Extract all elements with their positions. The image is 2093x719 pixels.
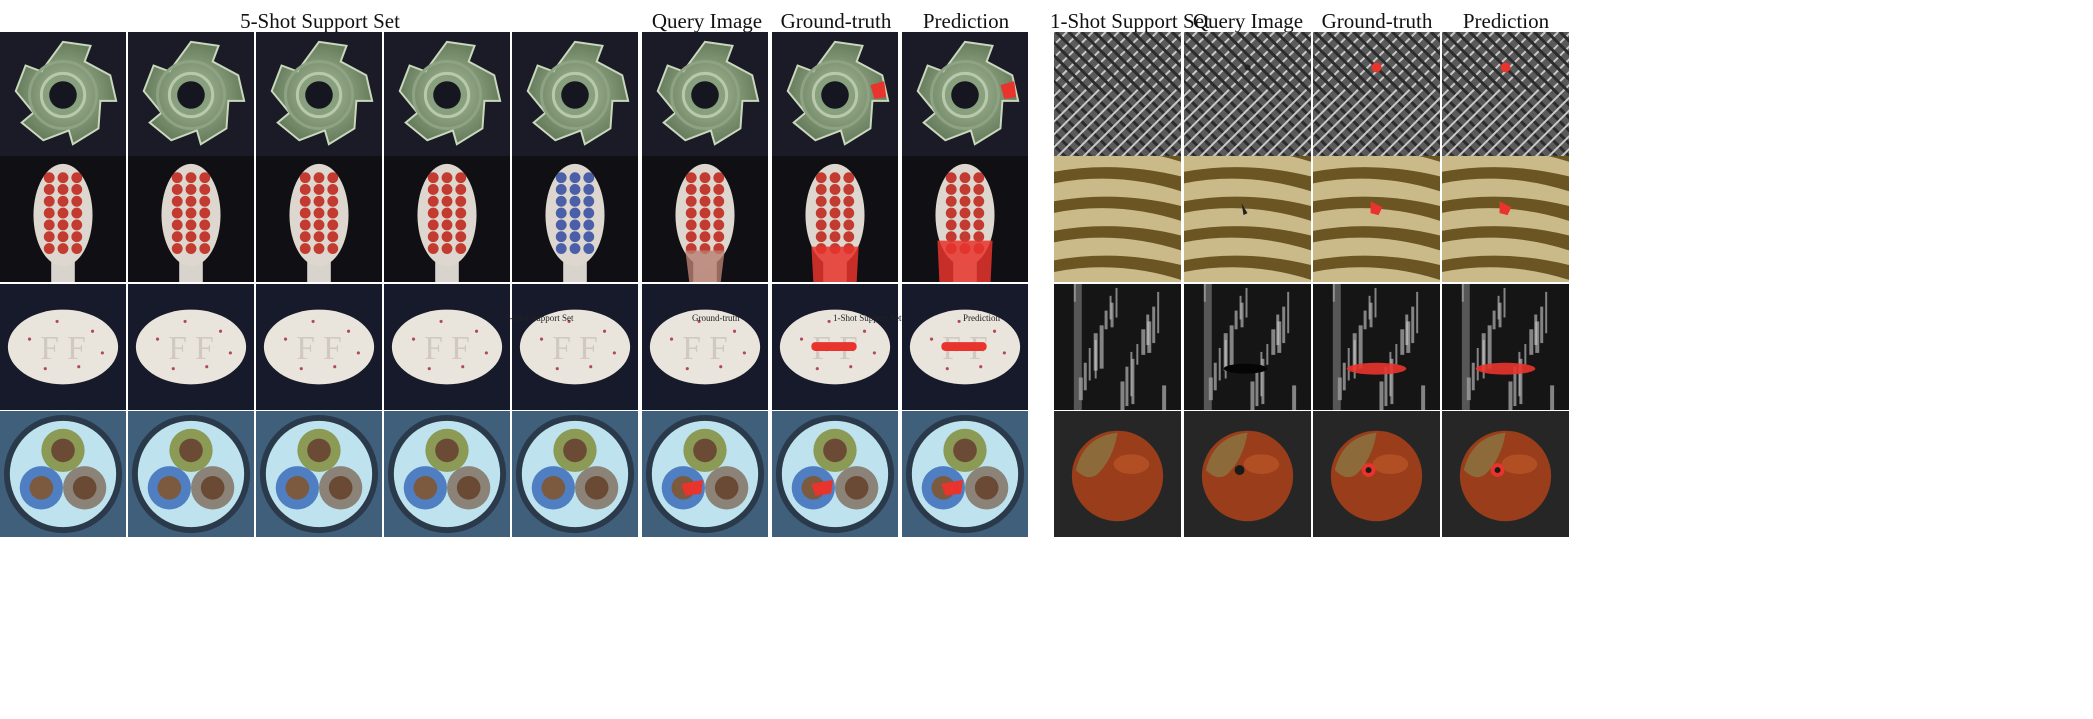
mesh-grid-prediction [1442,32,1569,158]
prediction-header-right: Prediction [1462,9,1550,33]
query-image-header-left: Query Image [651,9,763,33]
toothbrush-prediction [902,156,1028,282]
pill-support-2: F F [128,284,254,410]
metal-screw-ground-truth [1313,156,1440,282]
metal-screw-query [1184,156,1311,282]
pill-support-5: F F [512,284,638,410]
screw-bushing-support-4 [384,32,510,158]
toothbrush-support-1 [0,156,126,282]
ground-truth-header-left: Ground-truth [780,9,892,33]
overlay-label-1: 5-Shot Support Set [505,313,574,323]
toothbrush-query [642,156,768,282]
hazelnut-prediction [1442,411,1569,537]
screw-bushing-support-1 [0,32,126,158]
hazelnut-ground-truth [1313,411,1440,537]
overlay-label-4: Prediction [963,313,1000,323]
hazelnut-support [1054,411,1181,537]
screw-bushing-support-5 [512,32,638,158]
one-shot-support-set-header: 1-Shot Support Set [1050,9,1210,33]
metal-screw-support [1054,156,1181,282]
prediction-header-left: Prediction [922,9,1010,33]
overlay-label-3: 1-Shot Support Set [833,313,902,323]
cable-support-5 [512,411,638,537]
screw-bushing-prediction [902,32,1028,158]
wood-texture-query [1184,284,1311,410]
svg-text:F F: F F [296,330,342,367]
toothbrush-support-4 [384,156,510,282]
pill-support-1: F F [0,284,126,410]
cable-support-3 [256,411,382,537]
screw-bushing-query [642,32,768,158]
mesh-grid-support [1054,32,1181,158]
screw-bushing-support-3 [256,32,382,158]
pill-query: F F [642,284,768,410]
cable-ground-truth [772,411,898,537]
overlay-label-2: Ground-truth [692,313,740,323]
pill-support-3: F F [256,284,382,410]
svg-text:F F: F F [168,330,214,367]
wood-texture-ground-truth [1313,284,1440,410]
cable-support-4 [384,411,510,537]
ground-truth-header-right: Ground-truth [1321,9,1433,33]
query-image-header-right: Query Image [1192,9,1304,33]
hazelnut-query [1184,411,1311,537]
metal-screw-prediction [1442,156,1569,282]
cable-support-2 [128,411,254,537]
svg-text:F F: F F [682,330,728,367]
screw-bushing-ground-truth [772,32,898,158]
mesh-grid-ground-truth [1313,32,1440,158]
cable-query [642,411,768,537]
screw-bushing-support-2 [128,32,254,158]
pill-prediction: F F [902,284,1028,410]
cable-prediction [902,411,1028,537]
mesh-grid-query [1184,32,1311,158]
svg-text:F F: F F [552,330,598,367]
toothbrush-support-5 [512,156,638,282]
svg-text:F F: F F [424,330,470,367]
wood-texture-prediction [1442,284,1569,410]
svg-text:F F: F F [40,330,86,367]
toothbrush-ground-truth [772,156,898,282]
toothbrush-support-2 [128,156,254,282]
wood-texture-support [1054,284,1181,410]
five-shot-support-set-header: 5-Shot Support Set [240,9,400,33]
pill-support-4: F F [384,284,510,410]
cable-support-1 [0,411,126,537]
toothbrush-support-3 [256,156,382,282]
pill-ground-truth: F F [772,284,898,410]
